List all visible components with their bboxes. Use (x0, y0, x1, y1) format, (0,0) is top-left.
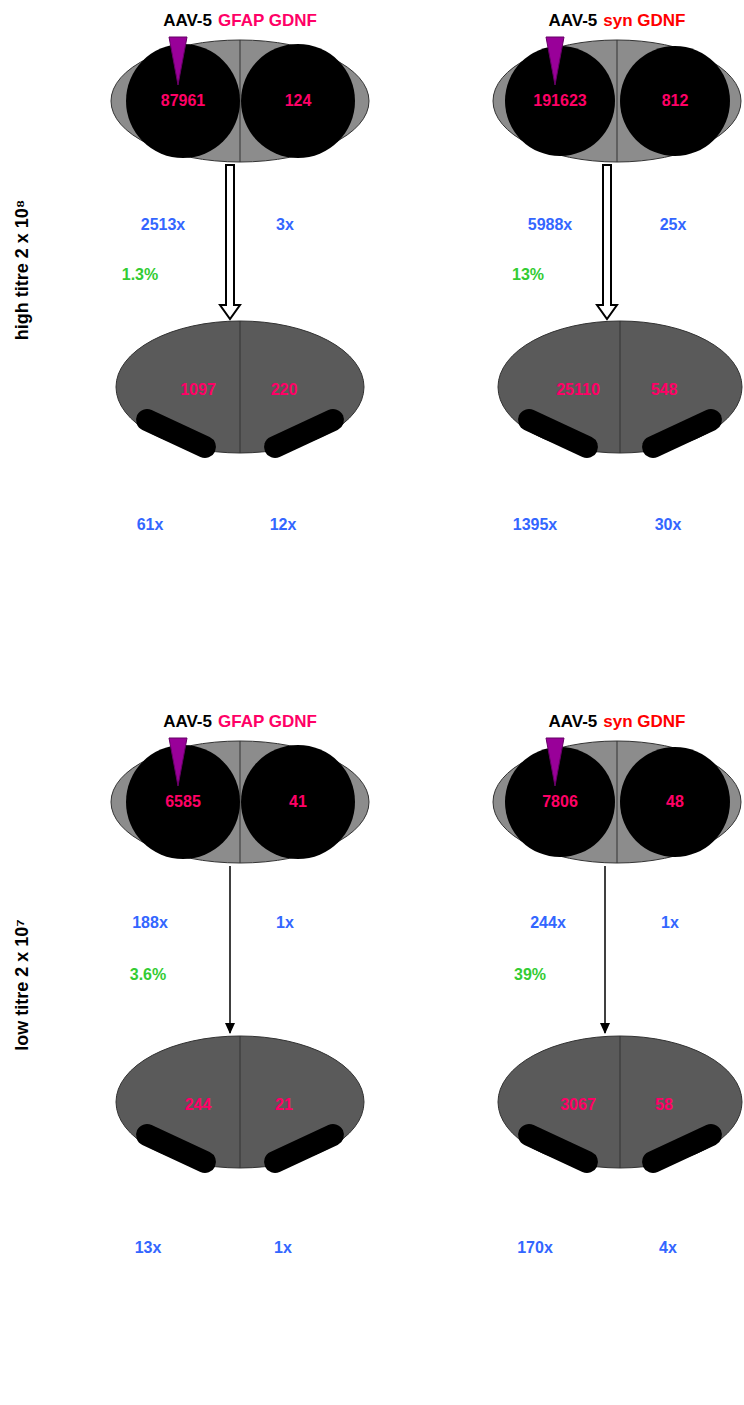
striatum-circle: 191623 (505, 46, 615, 156)
brain-section-lower: 3067 58 (497, 1035, 743, 1169)
section-outline (115, 1035, 365, 1169)
brain-section-lower: 244 21 (115, 1035, 365, 1169)
construct-name: syn GDNF (603, 11, 685, 30)
striatum-circle: 124 (241, 44, 355, 158)
brain-section: AAV-5GFAP GDNF87961124 (110, 39, 370, 163)
brain-section: AAV-5syn GDNF191623812 (492, 39, 742, 163)
section-outline (115, 320, 365, 454)
fold-label: 30x (655, 516, 682, 534)
gdnf-value: 191623 (533, 92, 586, 110)
fold-label: 244x (530, 914, 566, 932)
transport-arrow (604, 866, 606, 1033)
fold-label: 13x (135, 1239, 162, 1257)
fold-label: 4x (659, 1239, 677, 1257)
gdnf-value: 220 (271, 381, 298, 399)
construct-name: syn GDNF (603, 712, 685, 731)
vector-name: AAV-5 (163, 712, 212, 731)
striatum-circle: 48 (620, 747, 730, 857)
gdnf-value: 87961 (161, 92, 206, 110)
gdnf-value: 548 (651, 381, 678, 399)
gdnf-value: 3067 (560, 1096, 596, 1114)
percent-label: 3.6% (130, 966, 166, 984)
fold-label: 170x (517, 1239, 553, 1257)
gdnf-value: 6585 (165, 793, 201, 811)
percent-label: 1.3% (122, 266, 158, 284)
gdnf-value: 124 (285, 92, 312, 110)
vector-title: AAV-5 syn GDNF (549, 712, 686, 732)
gdnf-value: 244 (185, 1096, 212, 1114)
gdnf-value: 58 (655, 1096, 673, 1114)
fold-label: 25x (660, 216, 687, 234)
brain-section-lower: 1097 220 (115, 320, 365, 454)
vector-name: AAV-5 (549, 11, 598, 30)
transport-arrow (597, 165, 617, 319)
fold-label: 5988x (528, 216, 573, 234)
brain-section: AAV-5syn GDNF780648 (492, 740, 742, 864)
brain-section: AAV-5GFAP GDNF658541 (110, 740, 370, 864)
gdnf-value: 812 (662, 92, 689, 110)
section-outline (497, 320, 743, 454)
gdnf-value: 1097 (180, 381, 216, 399)
construct-name: GFAP GDNF (218, 11, 317, 30)
gdnf-value: 21 (275, 1096, 293, 1114)
striatum-circle: 812 (620, 46, 730, 156)
percent-label: 13% (512, 266, 544, 284)
brain-section-lower: 25110 548 (497, 320, 743, 454)
fold-label: 61x (137, 516, 164, 534)
striatum-circle: 7806 (505, 747, 615, 857)
striatum-circle: 6585 (126, 745, 240, 859)
striatum-circle: 41 (241, 745, 355, 859)
vector-title: AAV-5 GFAP GDNF (163, 11, 317, 31)
titre-label: low titre 2 x 10⁷ (12, 919, 33, 1050)
fold-label: 188x (132, 914, 168, 932)
fold-label: 12x (270, 516, 297, 534)
transport-arrow (229, 866, 231, 1033)
fold-label: 1x (276, 914, 294, 932)
gdnf-value: 25110 (556, 381, 600, 399)
section-outline (497, 1035, 743, 1169)
gdnf-value: 41 (289, 793, 307, 811)
fold-label: 1x (661, 914, 679, 932)
construct-name: GFAP GDNF (218, 712, 317, 731)
vector-title: AAV-5 syn GDNF (549, 11, 686, 31)
fold-label: 1395x (513, 516, 558, 534)
percent-label: 39% (514, 966, 546, 984)
vector-name: AAV-5 (163, 11, 212, 30)
fold-label: 1x (274, 1239, 292, 1257)
gdnf-value: 48 (666, 793, 684, 811)
fold-label: 3x (276, 216, 294, 234)
striatum-circle: 87961 (126, 44, 240, 158)
transport-arrow (220, 165, 240, 319)
fold-label: 2513x (141, 216, 186, 234)
titre-label: high titre 2 x 10⁸ (12, 200, 33, 341)
vector-name: AAV-5 (549, 712, 598, 731)
vector-title: AAV-5 GFAP GDNF (163, 712, 317, 732)
gdnf-value: 7806 (542, 793, 578, 811)
